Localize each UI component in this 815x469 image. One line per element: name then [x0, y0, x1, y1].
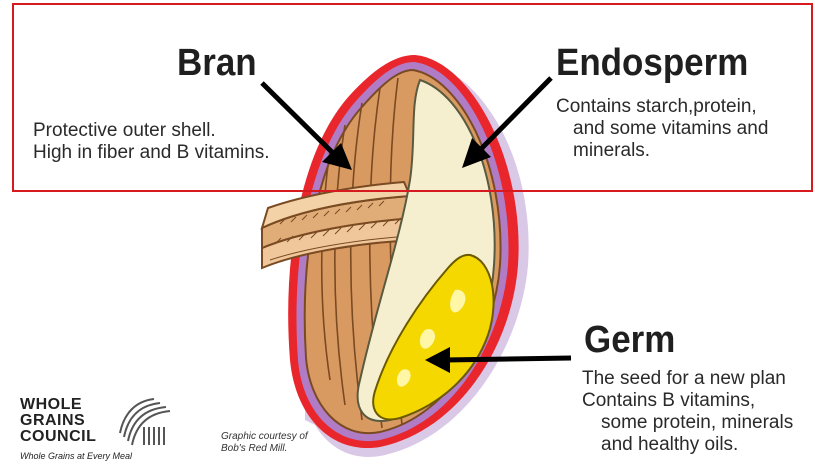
credit-line: Bob's Red Mill.: [221, 443, 308, 455]
germ-heading: Germ: [584, 321, 675, 359]
wheat-stalk-icon: [114, 393, 172, 447]
whole-grains-council-logo: WHOLE GRAINS COUNCIL Whole Grains at Eve…: [20, 393, 180, 467]
germ-description: The seed for a new plan Contains B vitam…: [582, 368, 793, 456]
image-credit: Graphic courtesy of Bob's Red Mill.: [221, 431, 308, 455]
germ-desc-line: Contains B vitamins,: [582, 390, 793, 412]
germ-desc-line: and healthy oils.: [582, 434, 793, 456]
bran-desc-line: High in fiber and B vitamins.: [33, 142, 270, 164]
bran-description: Protective outer shell. High in fiber an…: [33, 120, 270, 164]
germ-desc-line: The seed for a new plan: [582, 368, 793, 390]
logo-line-3: COUNCIL: [20, 429, 96, 445]
logo-line-2: GRAINS: [20, 413, 85, 429]
endosperm-desc-line: Contains starch,protein,: [556, 96, 768, 118]
credit-line: Graphic courtesy of: [221, 431, 308, 443]
bran-desc-line: Protective outer shell.: [33, 120, 270, 142]
endosperm-description: Contains starch,protein, and some vitami…: [556, 96, 768, 162]
logo-line-1: WHOLE: [20, 397, 82, 413]
endosperm-heading: Endosperm: [556, 44, 748, 82]
endosperm-desc-line: minerals.: [556, 140, 768, 162]
endosperm-desc-line: and some vitamins and: [556, 118, 768, 140]
bran-heading: Bran: [177, 44, 257, 82]
germ-desc-line: some protein, minerals: [582, 412, 793, 434]
logo-tagline: Whole Grains at Every Meal: [20, 451, 132, 461]
